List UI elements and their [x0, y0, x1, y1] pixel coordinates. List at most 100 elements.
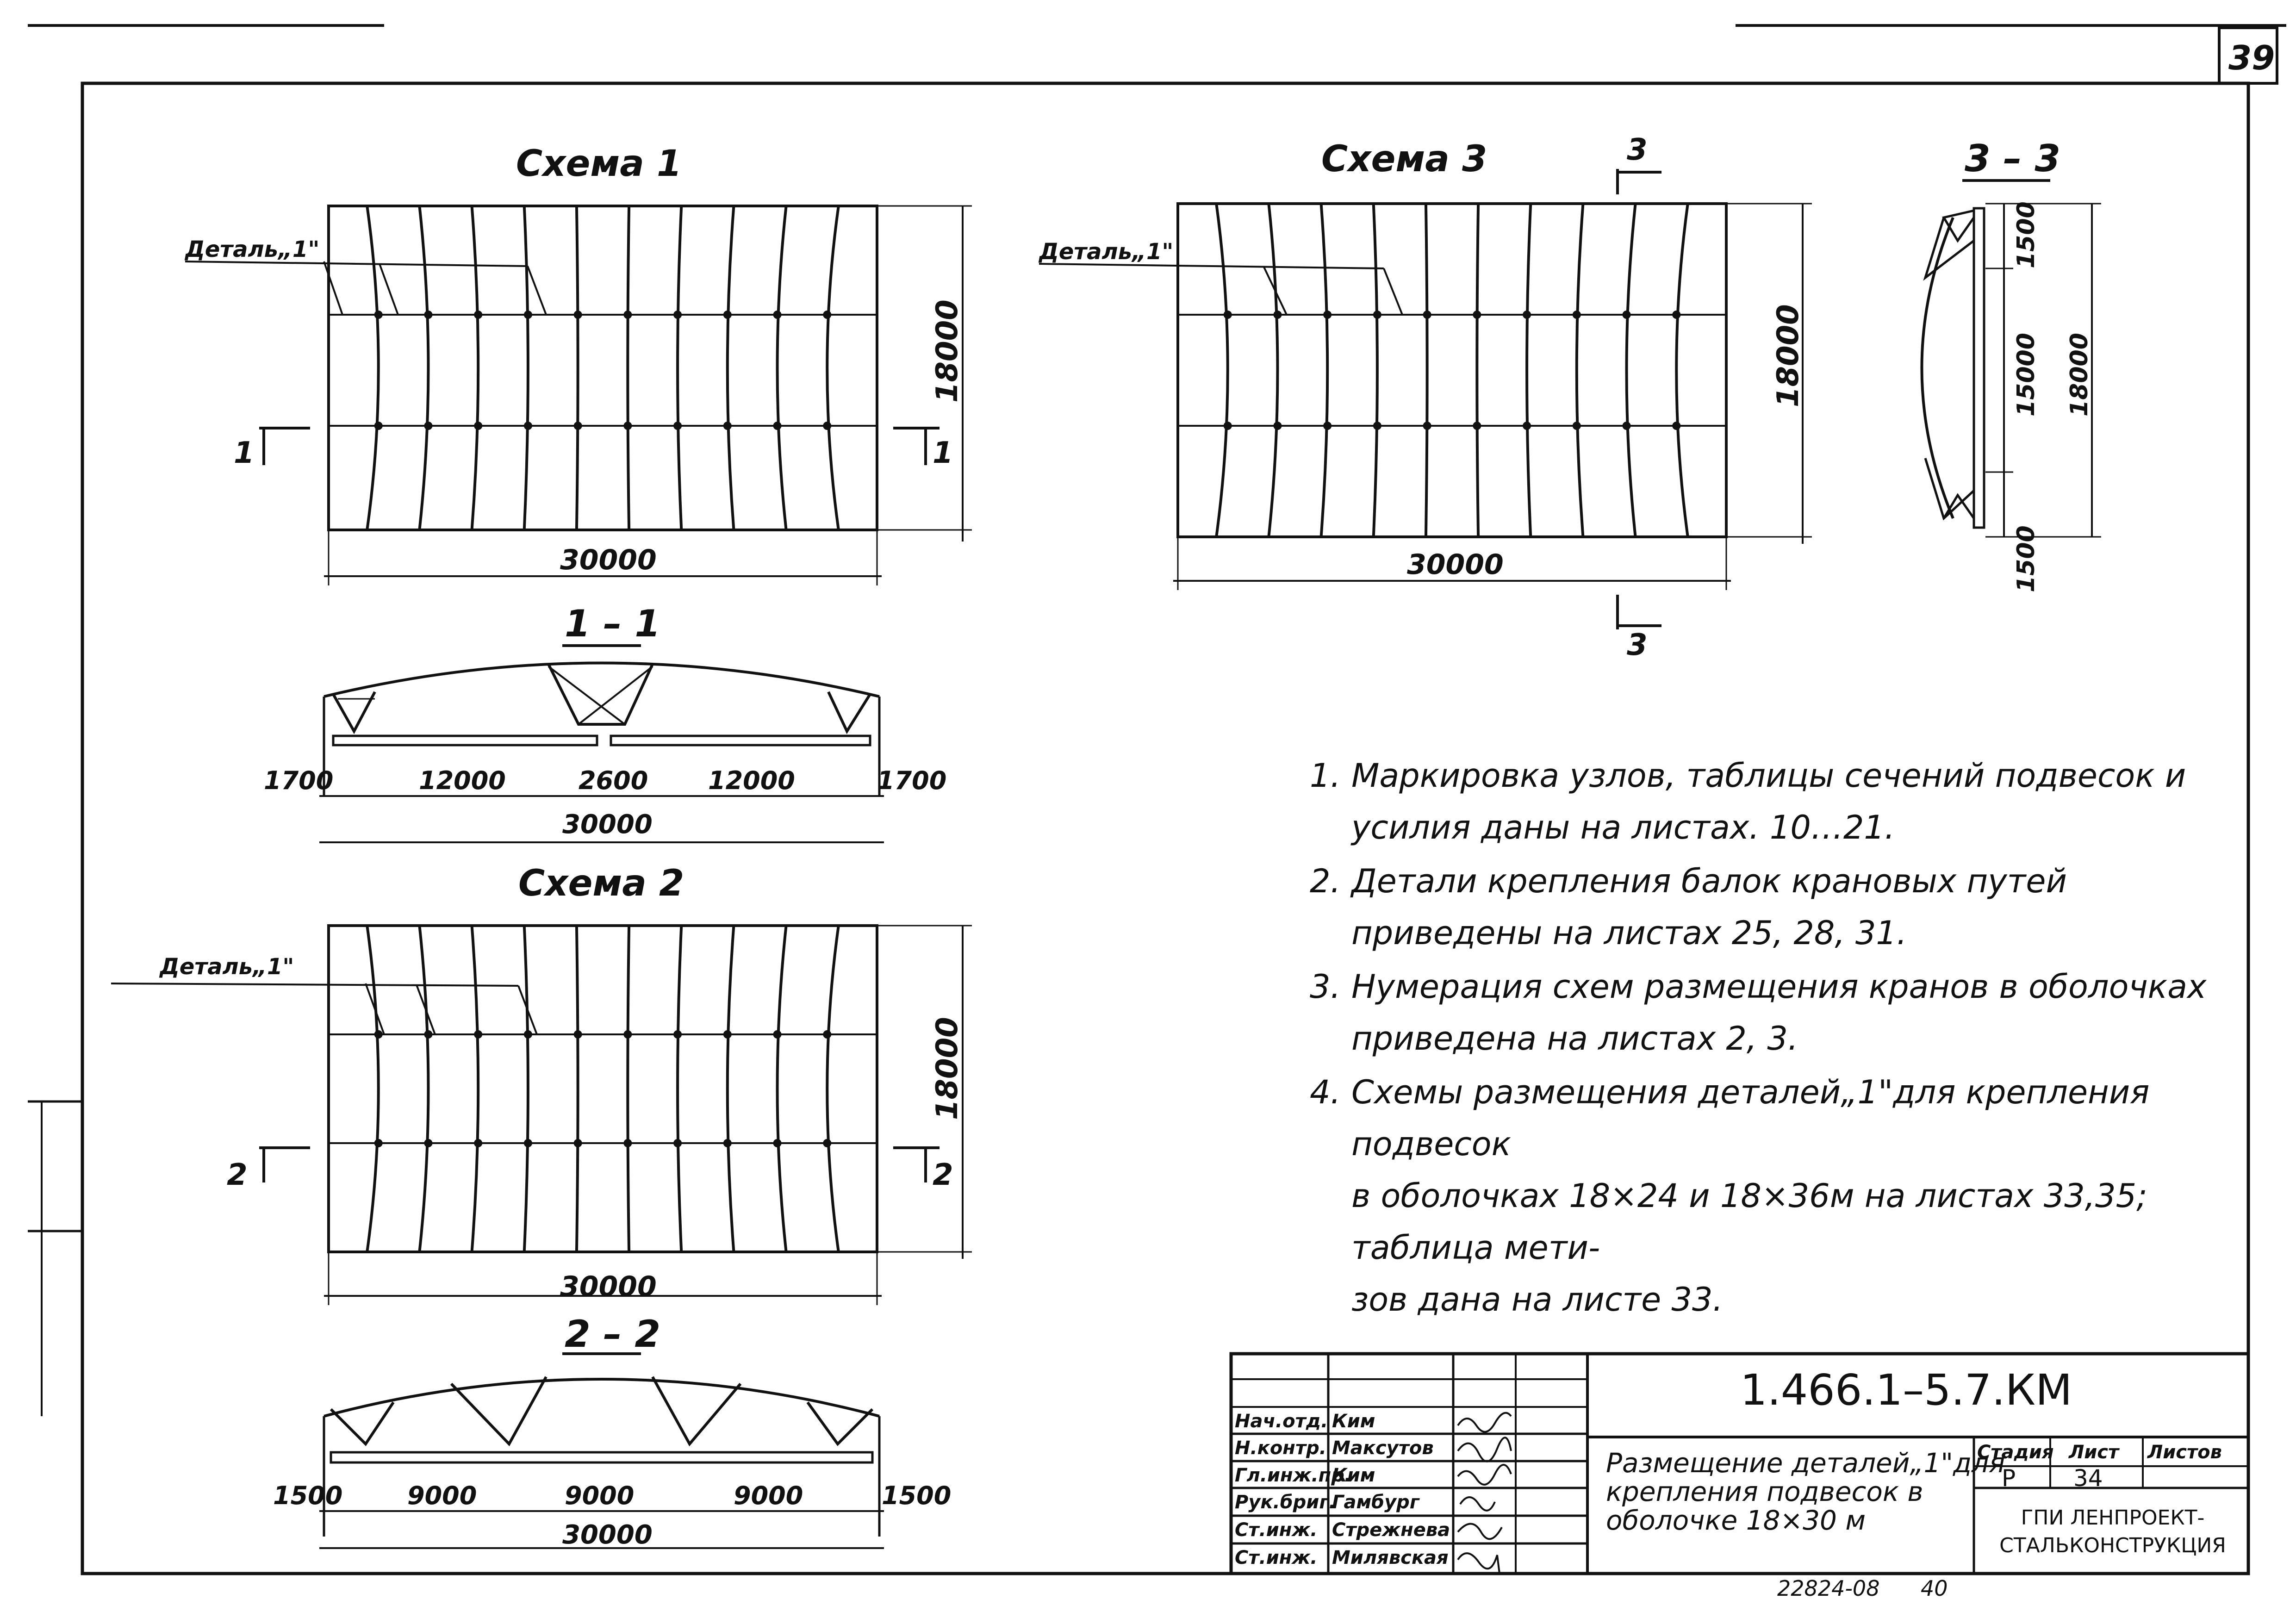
name-4: Стрежнева [1332, 1519, 1450, 1541]
section-2-2-title: 2 – 2 [565, 1313, 660, 1356]
node-dot [823, 311, 832, 319]
scheme-2-outline [327, 924, 878, 1253]
sec11-dim-0: 1700 [264, 766, 333, 795]
sec11-total: 30000 [562, 809, 653, 840]
drawing-title: Размещение деталей„1"для крепления подве… [1606, 1447, 2005, 1536]
role-2: Гл.инж.пр. [1235, 1465, 1352, 1486]
rib-line [1575, 203, 1585, 537]
node-dot [474, 1030, 483, 1039]
sec33-dim-0: 1500 [2012, 201, 2040, 268]
s1-cut-left: 1 [234, 436, 255, 470]
node-dot [673, 1139, 682, 1147]
sheet-frame [28, 24, 2286, 1575]
role-3: Рук.бриг. [1235, 1492, 1336, 1513]
s3-cut-bottom: 3 [1627, 628, 1648, 662]
document-code: 1.466.1–5.7.КМ [1740, 1365, 2072, 1415]
node-dot [1223, 422, 1232, 430]
footer-code: 22824-08 [1777, 1576, 1880, 1601]
sec22-dim-2: 9000 [565, 1481, 634, 1510]
role-1: Н.контр. [1235, 1437, 1326, 1459]
rib-line [366, 205, 380, 530]
node-dot [823, 1030, 832, 1039]
node-dot [374, 1139, 383, 1147]
scheme-1-title: Схема 1 [516, 143, 682, 185]
node-dot [1223, 311, 1232, 319]
node-dot [1672, 311, 1681, 319]
sheet-value: 34 [2073, 1465, 2103, 1492]
footer-num: 40 [1921, 1576, 1948, 1601]
note-1: 1. Маркировка узлов, таблицы сечений под… [1310, 757, 2186, 846]
rib-line [575, 925, 579, 1252]
rib-line [523, 925, 529, 1252]
node-dot [723, 422, 732, 430]
name-2: Ким [1332, 1465, 1375, 1486]
node-dot [424, 1139, 433, 1147]
sec11-dim-4: 1700 [877, 766, 946, 795]
note-2: 2. Детали крепления балок крановых путей… [1310, 862, 2067, 952]
signatures [1457, 1412, 1512, 1574]
node-dot [1423, 422, 1431, 430]
scheme-1: Схема 1 Деталь„1" 1 1 18000 30000 [184, 143, 972, 585]
node-dot [773, 1030, 782, 1039]
s2-dim-height: 18000 [930, 1017, 964, 1120]
sec11-dim-2: 2600 [579, 766, 648, 795]
node-dot [773, 1139, 782, 1147]
scheme-2-nodes [374, 1030, 832, 1147]
node-dot [573, 1139, 582, 1147]
node-dot [1572, 311, 1581, 319]
node-dot [523, 311, 532, 319]
section-3-3-title: 3 – 3 [1965, 137, 2060, 180]
rib-line [1372, 203, 1379, 537]
detail-label-s1: Деталь„1" [184, 236, 319, 262]
rib-line [1215, 203, 1229, 537]
rib-line [1267, 203, 1279, 537]
sec11-dim-3: 12000 [708, 766, 795, 795]
node-dot [573, 1030, 582, 1039]
name-3: Гамбург [1332, 1492, 1419, 1513]
detail-label-s3: Деталь„1" [1038, 239, 1173, 265]
node-dot [523, 1030, 532, 1039]
rib-line [776, 925, 788, 1252]
note-4: 4. Схемы размещения деталей„1"для крепле… [1310, 1073, 2150, 1319]
rib-line [470, 925, 480, 1252]
scheme-2-title: Схема 2 [518, 863, 684, 904]
rib-line [726, 205, 735, 530]
node-dot [1672, 422, 1681, 430]
section-2-2: 2 – 2 1500 9000 9000 9000 1500 30000 [273, 1313, 951, 1550]
node-dot [374, 311, 383, 319]
node-dot [1473, 311, 1481, 319]
general-notes: 1. Маркировка узлов, таблицы сечений под… [1310, 750, 2235, 1327]
node-dot [823, 422, 832, 430]
s2-cut-right: 2 [933, 1158, 953, 1192]
scheme-2: Схема 2 Деталь„1" 2 2 18000 30000 [111, 863, 972, 1305]
sec33-dim-1: 15000 [2012, 333, 2040, 417]
s2-dim-width: 30000 [560, 1270, 657, 1303]
section-1-1-title: 1 – 1 [565, 602, 660, 645]
sec22-dim-4: 1500 [882, 1481, 951, 1510]
node-dot [773, 422, 782, 430]
rib-line [626, 925, 631, 1252]
node-dot [474, 1139, 483, 1147]
sec22-dim-3: 9000 [734, 1481, 803, 1510]
node-dot [374, 422, 383, 430]
scheme-3-title: Схема 3 [1321, 138, 1487, 180]
sec22-total: 30000 [562, 1520, 653, 1550]
node-dot [1622, 422, 1631, 430]
node-dot [1523, 422, 1531, 430]
sec22-dim-0: 1500 [273, 1481, 342, 1510]
node-dot [1423, 311, 1431, 319]
node-dot [673, 311, 682, 319]
node-dot [474, 311, 483, 319]
node-dot [1473, 422, 1481, 430]
node-dot [474, 422, 483, 430]
node-dot [424, 1030, 433, 1039]
section-3-3: 3 – 3 1500 15000 1500 18000 [1920, 137, 2101, 592]
s3-dim-width: 30000 [1407, 548, 1504, 581]
rib-line [826, 925, 840, 1252]
section-1-1: 1 – 1 1700 12000 2600 12000 1700 30000 [264, 602, 946, 843]
rib-line [726, 925, 735, 1252]
role-5: Ст.инж. [1235, 1547, 1318, 1568]
node-dot [1323, 422, 1332, 430]
rib-line [470, 205, 480, 530]
node-dot [424, 311, 433, 319]
